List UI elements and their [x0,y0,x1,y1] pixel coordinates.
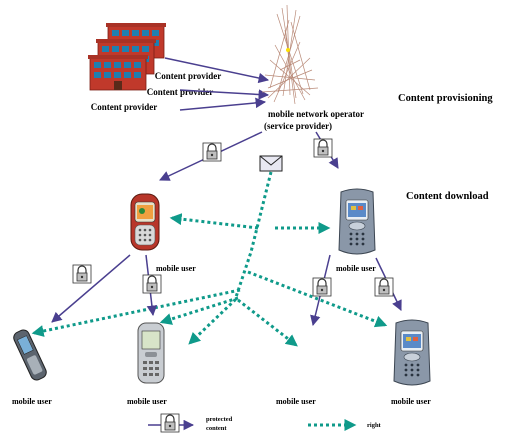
lock-icon-6 [374,277,394,297]
legend: protected content right [148,413,382,433]
lock-icon-1 [202,142,222,162]
lock-icon-2 [313,138,333,158]
lock-icon-4 [142,274,162,294]
mobile-user-label-4: mobile user [127,397,167,406]
legend-lock-icon [160,413,180,433]
mobile-user-label-5: mobile user [276,397,316,406]
content-provider-label-1: Content provider [155,71,222,81]
content-provider-label-2: Content provider [147,87,214,97]
content-provider-building-3 [87,54,149,91]
mobile-user-label-6: mobile user [391,397,431,406]
section-label-provisioning: Content provisioning [398,93,493,104]
lock-icon-3 [72,264,92,284]
legend-protected-label-line1: protected [206,416,233,423]
provision-arrow-3 [179,97,267,111]
content-provider-label-3: Content provider [91,102,158,112]
mobile-user-bottom-right-phone [393,319,431,386]
envelope-icon [259,155,283,172]
operator-label-line2: (service provider) [264,121,332,131]
super-distribution-arrow-1 [51,254,131,323]
network-operator-icon [261,4,319,105]
mobile-user-label-2: mobile user [336,264,376,273]
provision-arrow-1 [164,57,270,84]
rights-distribution-tree [31,171,388,347]
mobile-user-label-1: mobile user [156,264,196,273]
mobile-user-label-3: mobile user [12,397,52,406]
operator-label-line1: mobile network operator [268,109,364,119]
legend-right-label: right [367,422,382,429]
mobile-user-bottom-middle-phone [137,322,165,384]
legend-protected-label-line2: content [206,425,227,432]
section-label-download: Content download [406,191,489,202]
operator-highlight-icon [286,48,290,52]
provision-arrow-2 [179,89,270,100]
lock-icon-5 [312,277,332,297]
mobile-user-top-right-phone [338,188,376,255]
mobile-user-bottom-left-phone [11,327,49,383]
mobile-user-top-left-phone [130,193,160,251]
